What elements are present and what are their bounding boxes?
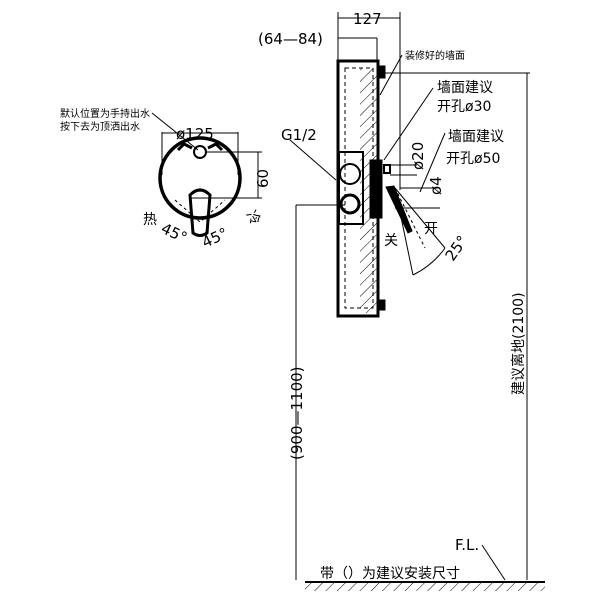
diverter-note-line2: 按下去为顶洒出水 [60,120,140,133]
cover-plate [158,136,242,220]
diverter-note-line1: 默认位置为手持出水 [60,107,150,120]
angle-left-label: 45° [158,219,190,247]
close-label: 关 [384,233,398,249]
handle [188,188,212,237]
diverter-stem [383,164,391,174]
hole50-line1: 墙面建议 [448,129,504,145]
angle-label: 25° [442,232,472,264]
depth-dim-label: 127 [353,10,382,28]
floor-hatch [305,583,545,591]
angle-right-label: 45° [199,224,231,252]
footnote: 带（）为建议安装尺寸 [320,566,460,582]
mounting-ears [176,142,224,152]
hole30-line2: 开孔ø30 [437,99,491,115]
valve-height-label: (900—1100) [288,366,306,460]
diameter-label: ø125 [176,125,214,143]
trim-plate [369,159,383,219]
open-label: 开 [424,221,438,237]
bottom-outlet [379,299,386,311]
finished-wall-label: 装修好的墙面 [405,49,465,62]
height-dim-label: 60 [254,169,272,188]
inlet-upper [339,163,361,185]
wall-range-dim-label: (64—84) [258,30,323,48]
cold-label: 冷 [243,208,264,228]
rotation-guides [174,199,226,223]
d4-label: ø4 [427,176,445,195]
note-leader [151,112,199,151]
hole50-line2: 开孔ø50 [446,151,500,167]
thread-label: G1/2 [281,126,317,144]
shower-height-label: 建议离地(2100) [510,292,527,395]
floor-level-label: F.L. [455,536,479,554]
d20-label: ø20 [409,142,427,170]
valve-body [338,151,364,225]
hole30-line1: 墙面建议 [437,80,493,96]
hot-label: 热 [143,212,157,228]
angle-arc [394,187,446,276]
front-view [151,112,262,237]
top-outlet [379,65,386,79]
inlet-lower [339,193,361,215]
side-view [289,12,545,591]
